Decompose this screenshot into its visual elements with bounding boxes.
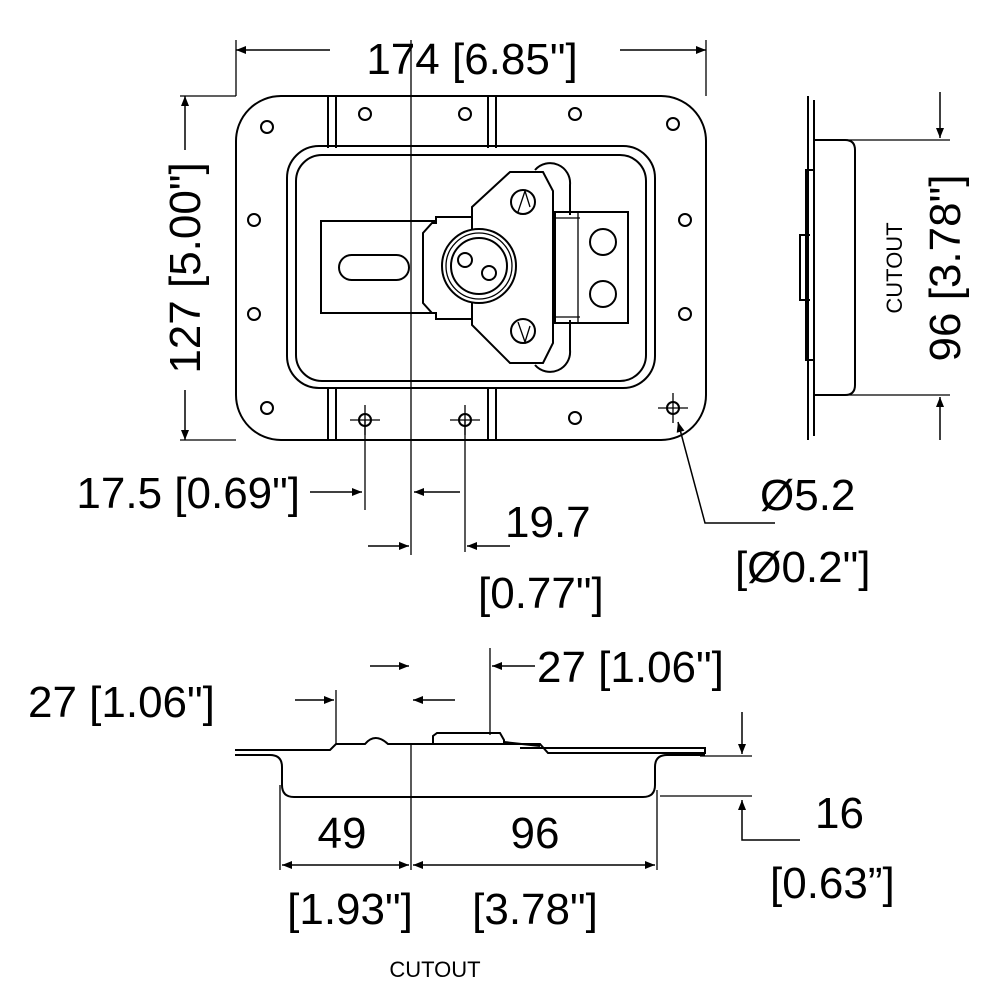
hole-leader: [676, 421, 775, 524]
side-offset-left-label: 27 [1.06"]: [28, 678, 215, 727]
cutout-caption: CUTOUT: [389, 957, 480, 982]
cutout-height-label: 96 [3.78"]: [921, 175, 970, 362]
cutout-left-in: [1.93"]: [287, 885, 413, 934]
hinge-plate: [554, 211, 629, 324]
recess-inner: [295, 154, 647, 382]
outer-plate: [235, 95, 707, 441]
hole-offset-right-mm: 19.7: [505, 498, 591, 547]
screw-icon: [510, 318, 536, 344]
hole-crosshairs: [350, 393, 688, 435]
hole-diameter-mm: Ø5.2: [760, 471, 855, 520]
bottom-view: [235, 648, 752, 870]
strap-lines: [327, 96, 497, 440]
cutout-height-caption: CUTOUT: [882, 222, 907, 313]
hole-offset-right-in: [0.77"]: [478, 569, 604, 618]
overall-width-label: 174 [6.85"]: [366, 35, 577, 84]
cutout-left-mm: 49: [318, 809, 367, 858]
hole-diameter-in: [Ø0.2"]: [735, 543, 870, 592]
side-view: [799, 92, 950, 440]
side-offset-right-label: 27 [1.06"]: [537, 643, 724, 692]
screw-icon: [510, 189, 536, 215]
recess-outer: [286, 145, 656, 389]
top-view: [235, 40, 775, 555]
cutout-right-in: [3.78"]: [472, 885, 598, 934]
depth-mm: 16: [815, 789, 864, 838]
depth-in: [0.63”]: [770, 859, 895, 908]
keeper-slot: [338, 254, 410, 281]
cam: [441, 228, 517, 304]
latch-body: [320, 162, 629, 373]
overall-height-label: 127 [5.00"]: [161, 162, 210, 373]
dimension-lines: [180, 40, 800, 869]
cutout-right-mm: 96: [511, 809, 560, 858]
hole-offset-left-label: 17.5 [0.69"]: [76, 469, 300, 518]
